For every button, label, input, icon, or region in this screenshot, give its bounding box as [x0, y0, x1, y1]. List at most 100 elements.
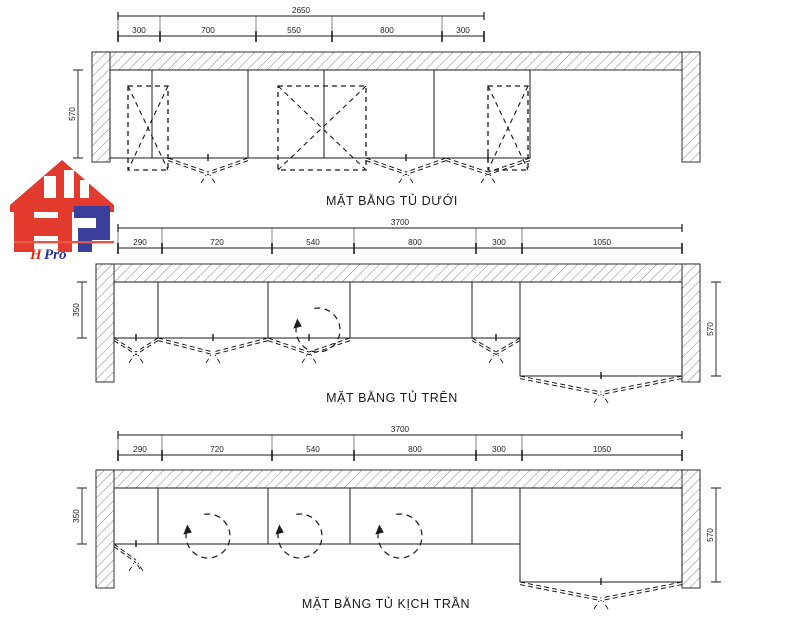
watermark-logo: H Pro [10, 160, 114, 263]
overall-dimension-label: 3700 [391, 425, 410, 434]
rotation-arrowhead [183, 524, 192, 535]
wall-left [91, 51, 111, 163]
depth-dimension-right: 570 [706, 281, 721, 377]
wall-group [91, 51, 701, 163]
rotation-arc [277, 513, 323, 559]
door-leaf-line [135, 337, 159, 353]
depth-dimension-left: 350 [72, 281, 87, 339]
door-leaf-line [157, 340, 214, 356]
door-leaf-line [167, 157, 209, 173]
cabinet-run [113, 487, 683, 583]
door-swing [365, 154, 447, 184]
door-leaf-line [600, 581, 683, 599]
rotation-arc [377, 513, 423, 559]
door-open-tick [602, 394, 609, 404]
door-open-tick [209, 174, 216, 184]
door-leaf-line [167, 160, 209, 176]
door-open-tick [200, 174, 207, 184]
depth-dimension-label: 570 [706, 322, 715, 336]
wall-top [95, 469, 701, 489]
door-swing [471, 334, 521, 364]
door-swing [113, 540, 144, 572]
depth-dimension-label: 350 [72, 303, 81, 317]
rotation-arc [295, 307, 341, 353]
lift-up-rotation-icon [183, 513, 231, 559]
appliance-outline [277, 85, 367, 171]
door-swing [519, 372, 683, 404]
segment-label: 550 [287, 26, 301, 35]
wall-right [681, 51, 701, 163]
logo-roof-notch-a [44, 176, 56, 198]
wall-left [95, 263, 115, 383]
door-leaf-line [495, 337, 521, 353]
wall-right [681, 263, 701, 383]
appliance-cross-b [127, 85, 169, 171]
wall-right [681, 469, 701, 589]
segment-label: 300 [492, 445, 506, 454]
segment-label: 800 [380, 26, 394, 35]
door-swing [445, 154, 531, 184]
segment-label: 1050 [593, 445, 612, 454]
door-open-tick [480, 174, 487, 184]
door-leaf-line [308, 337, 351, 353]
door-leaf-line [487, 157, 531, 173]
segment-label: 540 [306, 238, 320, 247]
door-leaf-line [600, 584, 683, 602]
door-leaf-line [519, 378, 602, 396]
door-open-tick [205, 354, 212, 364]
door-open-tick [398, 174, 405, 184]
logo-underline [14, 241, 114, 244]
door-open-tick [602, 600, 609, 610]
logo-text-pro: Pro [44, 247, 67, 263]
appliance-symbol [487, 85, 529, 171]
logo-roof-icon [10, 160, 114, 212]
appliance-cross-b [487, 85, 529, 171]
door-open-tick [137, 562, 144, 572]
door-open-tick [128, 562, 135, 572]
segment-label: 720 [210, 445, 224, 454]
door-open-tick [135, 561, 141, 570]
door-leaf-line [207, 160, 249, 176]
lift-up-rotation-icon [275, 513, 323, 559]
appliance-symbol [127, 85, 169, 171]
door-leaf-line [445, 160, 489, 176]
logo-letter-p-icon [74, 206, 110, 252]
overall-dimension-label: 2650 [292, 6, 311, 15]
door-open-tick [407, 174, 414, 184]
lift-up-rotation-icon [293, 307, 341, 353]
door-open-tick [593, 394, 600, 404]
door-open-tick [310, 354, 317, 364]
door-leaf-line [519, 375, 602, 393]
door-open-tick [489, 174, 496, 184]
door-leaf-line [405, 160, 447, 176]
door-leaf-line [267, 340, 310, 356]
wall-group [95, 469, 701, 589]
door-leaf-line [267, 337, 310, 353]
segment-label: 300 [132, 26, 146, 35]
plan-caption: MẶT BẰNG TỦ DƯỚI [326, 193, 458, 208]
appliance-outline [487, 85, 529, 171]
door-leaf-line [113, 543, 137, 561]
overall-dimension-label: 3700 [391, 218, 410, 227]
door-leaf-line [445, 157, 489, 173]
logo-roof-notch-b [64, 170, 74, 198]
wall-top [91, 51, 701, 71]
plan-caption: MẶT BẰNG TỦ TRÊN [326, 390, 458, 405]
depth-dimension-label: 570 [68, 107, 77, 121]
door-leaf-line [207, 157, 249, 173]
door-leaf-line [212, 337, 269, 353]
depth-dimension-left: 570 [68, 69, 83, 159]
door-leaf-line [600, 375, 683, 393]
cabinet-outline [109, 69, 531, 159]
door-leaf-line [471, 340, 497, 356]
door-swing [157, 334, 269, 364]
door-leaf-line [135, 340, 159, 356]
segment-label: 290 [133, 445, 147, 454]
depth-dimension-right: 570 [706, 487, 721, 583]
door-leaf-line [113, 337, 137, 353]
door-leaf-line [113, 546, 137, 564]
